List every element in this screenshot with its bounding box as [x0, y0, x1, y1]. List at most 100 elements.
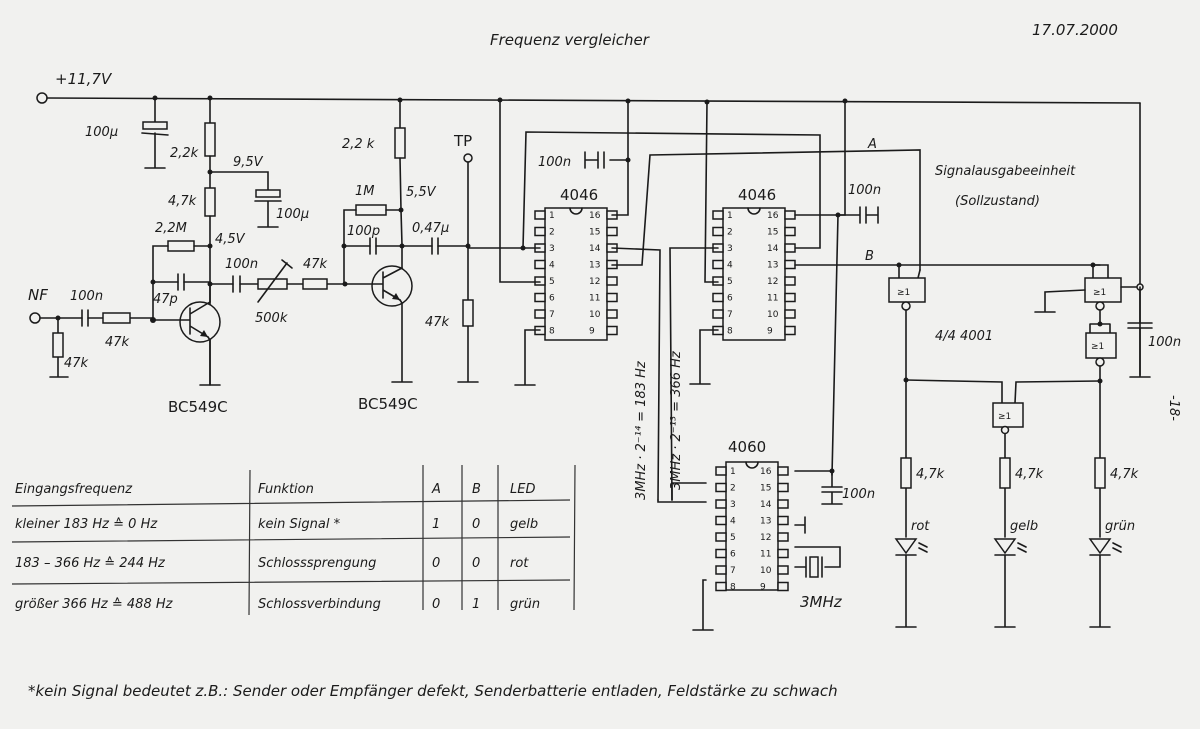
- led-color-label: gelb: [1010, 519, 1038, 534]
- led-color-label: grün: [1105, 519, 1135, 534]
- supply-voltage-label: +11,7V: [55, 70, 113, 88]
- svg-text:2,2M: 2,2M: [155, 221, 187, 236]
- pin-number: 5: [727, 277, 733, 287]
- table-header: Eingangsfrequenz: [15, 482, 133, 497]
- svg-text:47k: 47k: [64, 356, 89, 371]
- pin-number: 2: [549, 228, 555, 238]
- resistor-4k7: [1094, 457, 1106, 489]
- led-color-label: rot: [911, 519, 930, 534]
- ic-pin: [715, 482, 727, 493]
- pin-number: 16: [767, 211, 779, 221]
- pin-number: 7: [549, 310, 555, 320]
- supply-capacitor: 100µ: [85, 95, 169, 169]
- ic-pin: [534, 226, 546, 237]
- pin-number: 1: [727, 211, 733, 221]
- table-cell: kleiner 183 Hz ≙ 0 Hz: [15, 517, 158, 532]
- ic-pin: [777, 532, 789, 542]
- pin-number: 9: [767, 327, 773, 337]
- ic-pin: [777, 565, 789, 575]
- svg-text:47p: 47p: [153, 292, 178, 307]
- table-cell: 183 – 366 Hz ≙ 244 Hz: [15, 556, 166, 571]
- date-label: 17.07.2000: [1032, 21, 1118, 39]
- table-cell: grün: [510, 597, 540, 612]
- svg-text:≥1: ≥1: [897, 288, 910, 298]
- test-point[interactable]: [463, 153, 473, 163]
- pin-number: 10: [767, 310, 779, 320]
- led-icon: [993, 538, 1017, 555]
- table-cell: 1: [472, 597, 480, 612]
- coupling-network: 100n 500k 47k: [207, 257, 348, 326]
- pin-number: 16: [589, 211, 601, 221]
- table-cell: gelb: [510, 517, 538, 532]
- potentiometer-500k: [257, 278, 288, 290]
- ic-pin: [534, 309, 546, 319]
- pin-number: 7: [727, 310, 733, 320]
- pin-number: 3: [730, 500, 736, 510]
- pin-number: 5: [549, 277, 555, 287]
- svg-text:100n: 100n: [842, 487, 875, 502]
- amplifier-stage-2: 2,2 k 1M 5,5V 100p 0,47µ BC549C TP 47k: [341, 97, 479, 413]
- output-unit-subtitle: (Sollzustand): [955, 194, 1040, 209]
- ic-pin: [712, 292, 724, 303]
- ic-pin: [534, 292, 546, 303]
- svg-text:100n: 100n: [538, 155, 571, 170]
- svg-text:1M: 1M: [355, 184, 375, 199]
- ic-pin: [606, 309, 618, 319]
- gates-chip-label: 4/4 4001: [935, 329, 993, 344]
- pin-number: 9: [760, 583, 766, 593]
- ic-pin: [784, 309, 796, 319]
- svg-text:2,2 k: 2,2 k: [342, 137, 375, 152]
- resistor-4k7: [204, 187, 216, 217]
- t2-label: BC549C: [358, 395, 418, 413]
- output-unit-title: Signalausgabeeinheit: [935, 164, 1076, 179]
- resistor-label: 4,7k: [1110, 467, 1139, 482]
- svg-text:0,47µ: 0,47µ: [412, 221, 449, 236]
- svg-text:9,5V: 9,5V: [233, 155, 264, 170]
- ic-pin: [784, 210, 796, 220]
- supply-rail: +11,7V: [36, 70, 1141, 376]
- resistor-2k2: [204, 122, 216, 157]
- pin-number: 8: [730, 583, 736, 593]
- page-number: -18-: [1166, 395, 1181, 421]
- svg-text:≥1: ≥1: [1093, 288, 1106, 298]
- pin-number: 6: [549, 294, 555, 304]
- ic-pin: [777, 581, 789, 592]
- crystal-3mhz: [809, 556, 819, 578]
- ic-pin: [777, 548, 789, 559]
- svg-text:4,5V: 4,5V: [215, 232, 246, 247]
- svg-text:47k: 47k: [303, 257, 328, 272]
- svg-text:100n: 100n: [70, 289, 103, 304]
- resistor-4k7: [900, 457, 912, 489]
- table-cell: 0: [432, 556, 440, 571]
- input-stage: NF 100n 47k 47k 47p: [28, 273, 211, 378]
- ic-pin: [606, 226, 618, 237]
- t1-label: BC549C: [168, 398, 228, 416]
- pin-number: 4: [727, 261, 733, 271]
- svg-text:100n: 100n: [1148, 335, 1181, 350]
- svg-text:4046: 4046: [738, 186, 776, 204]
- pin-number: 12: [589, 277, 600, 287]
- svg-text:100p: 100p: [347, 224, 380, 239]
- table-header: B: [472, 482, 481, 497]
- ic-pin: [715, 532, 727, 542]
- ic-pin: [534, 259, 546, 270]
- svg-text:4060: 4060: [728, 438, 766, 456]
- table-cell: rot: [510, 556, 529, 571]
- ic-pin: [606, 292, 618, 303]
- bias-network: 2,2k 9,5V 100µ 4,7k 2,2M 4,5V: [152, 95, 309, 386]
- table-cell: Schlosssprengung: [258, 556, 376, 571]
- nor-gate-1: ≥1: [888, 277, 926, 381]
- svg-text:≥1: ≥1: [998, 412, 1011, 422]
- freq-note-183: 3MHz · 2⁻¹⁴ = 183 Hz: [634, 360, 649, 500]
- table-cell: Schlossverbindung: [258, 597, 381, 612]
- pin-number: 11: [589, 294, 600, 304]
- pin-number: 12: [767, 277, 778, 287]
- ic-pin: [712, 226, 724, 237]
- footnote: *kein Signal bedeutet z.B.: Sender oder …: [28, 682, 838, 700]
- table-header: A: [431, 482, 441, 497]
- nf-input-terminal: [29, 312, 41, 324]
